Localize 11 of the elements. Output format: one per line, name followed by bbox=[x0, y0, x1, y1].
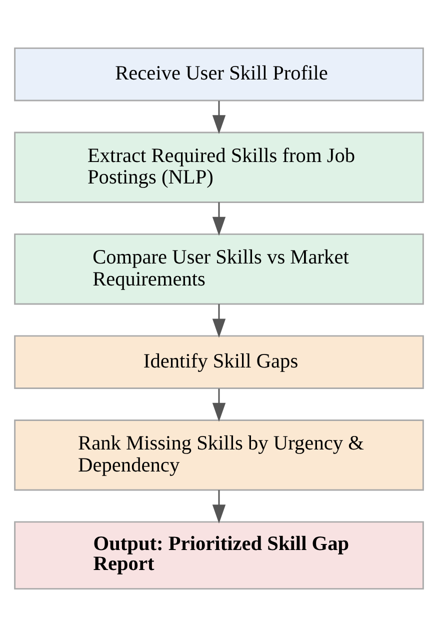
arrow bbox=[212, 490, 226, 524]
node-box: Compare User Skills vs Market Requirements bbox=[14, 232, 424, 304]
node-box: Extract Required Skills from Job Postings (NLP) bbox=[14, 131, 424, 202]
node-box: Rank Missing Skills by Urgency & Dependency bbox=[14, 419, 424, 490]
arrow bbox=[212, 202, 226, 236]
arrow bbox=[212, 304, 226, 338]
arrow bbox=[212, 100, 226, 134]
arrow bbox=[212, 388, 226, 422]
node-box: Identify Skill Gaps bbox=[14, 334, 424, 388]
node-box: Receive User Skill Profile bbox=[14, 46, 424, 101]
node-box: Output: Prioritized Skill Gap Report bbox=[14, 520, 424, 590]
